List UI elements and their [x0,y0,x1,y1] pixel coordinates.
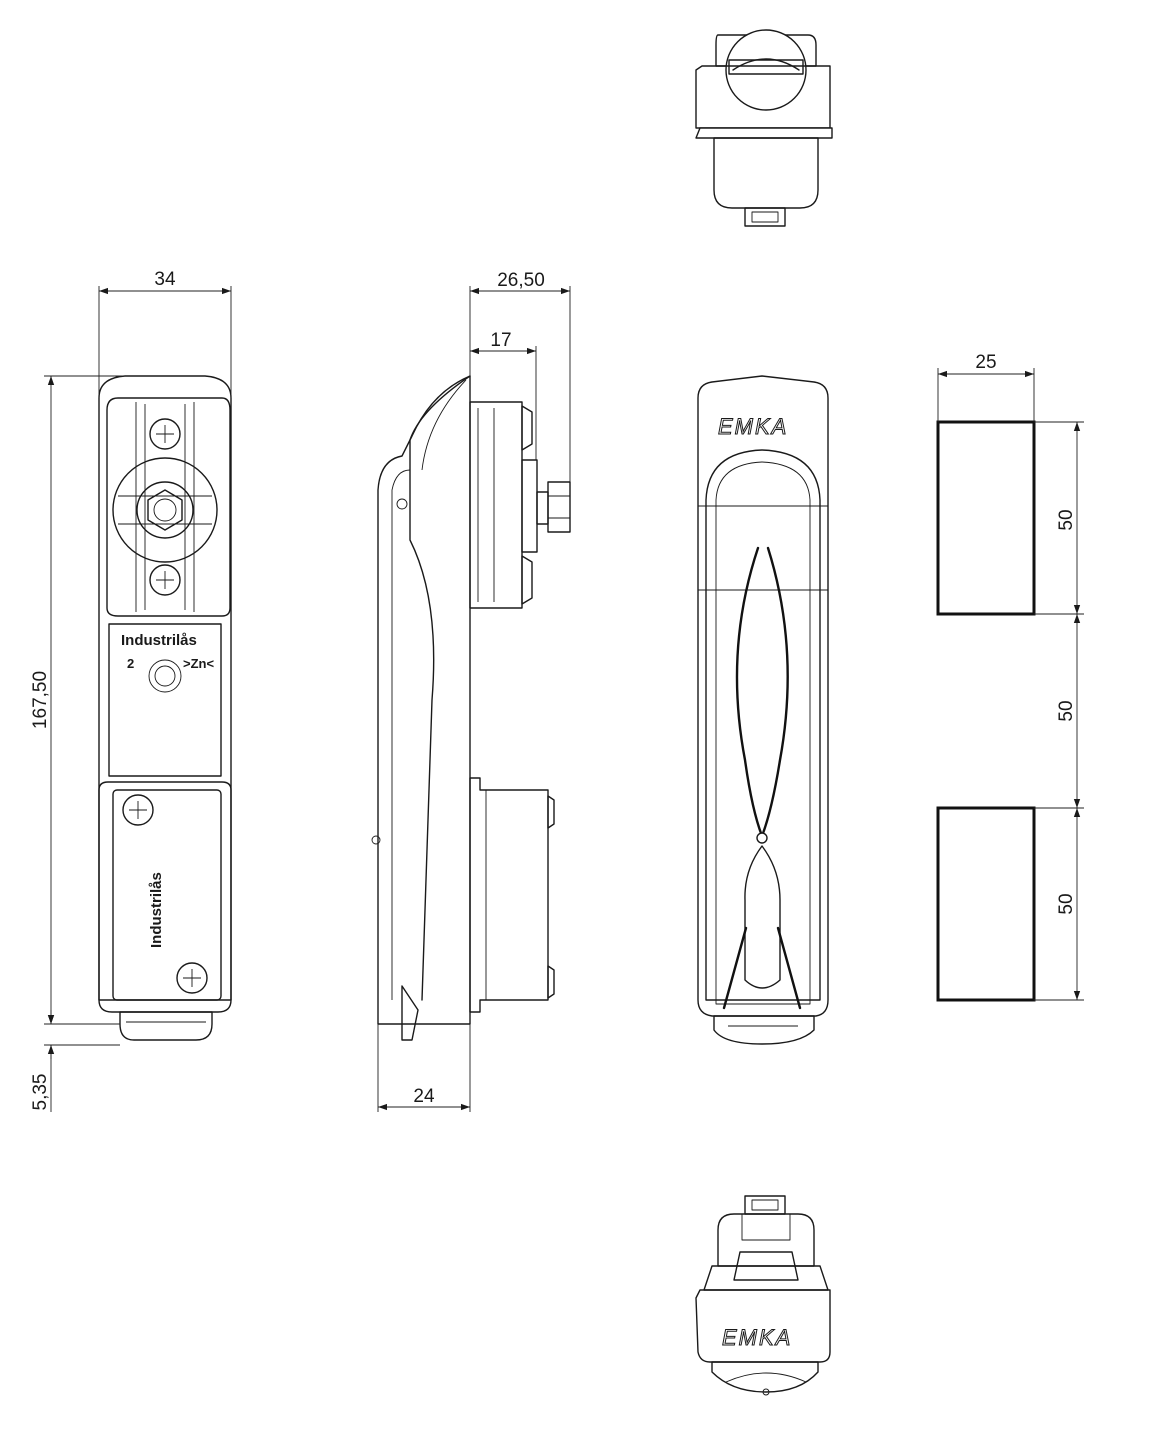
bottom-view: EMKA [695,1195,831,1396]
dim-side-base: 24 [413,1086,435,1107]
dim-cutout-spacing: 50 [1056,700,1077,721]
dim-front-width: 34 [154,269,176,290]
brand-label: Industrilås [121,632,197,649]
front-dimensions: 34 167,50 5,35 [30,269,232,1112]
material-mark: >Zn< [183,656,214,671]
cutout-view: 25 50 50 50 [936,352,1084,1002]
dim-cutout-top: 50 [1056,509,1077,530]
cutout-bottom [936,806,1036,1002]
recycling-mark [148,659,182,693]
dim-front-offset: 5,35 [30,1074,51,1111]
brand-label-vertical: Industrilås [148,872,165,948]
side-dimensions: 26,50 17 24 [377,270,571,1112]
dim-side-total: 26,50 [497,270,545,291]
dim-side-inner: 17 [490,330,511,351]
side-view [371,375,571,1041]
batch-number: 2 [127,656,134,671]
front-view: Industrilås 2 >Zn< Industrilås [98,375,232,1041]
handle-logo: EMKA [718,414,788,439]
cutout-top [936,420,1036,616]
handle-view: EMKA [697,375,829,1045]
dim-cutout-bottom: 50 [1056,893,1077,914]
top-view [695,29,833,227]
handle-logo-bottom: EMKA [722,1325,792,1350]
dim-front-height: 167,50 [30,671,51,729]
dim-cutout-width: 25 [975,352,996,373]
